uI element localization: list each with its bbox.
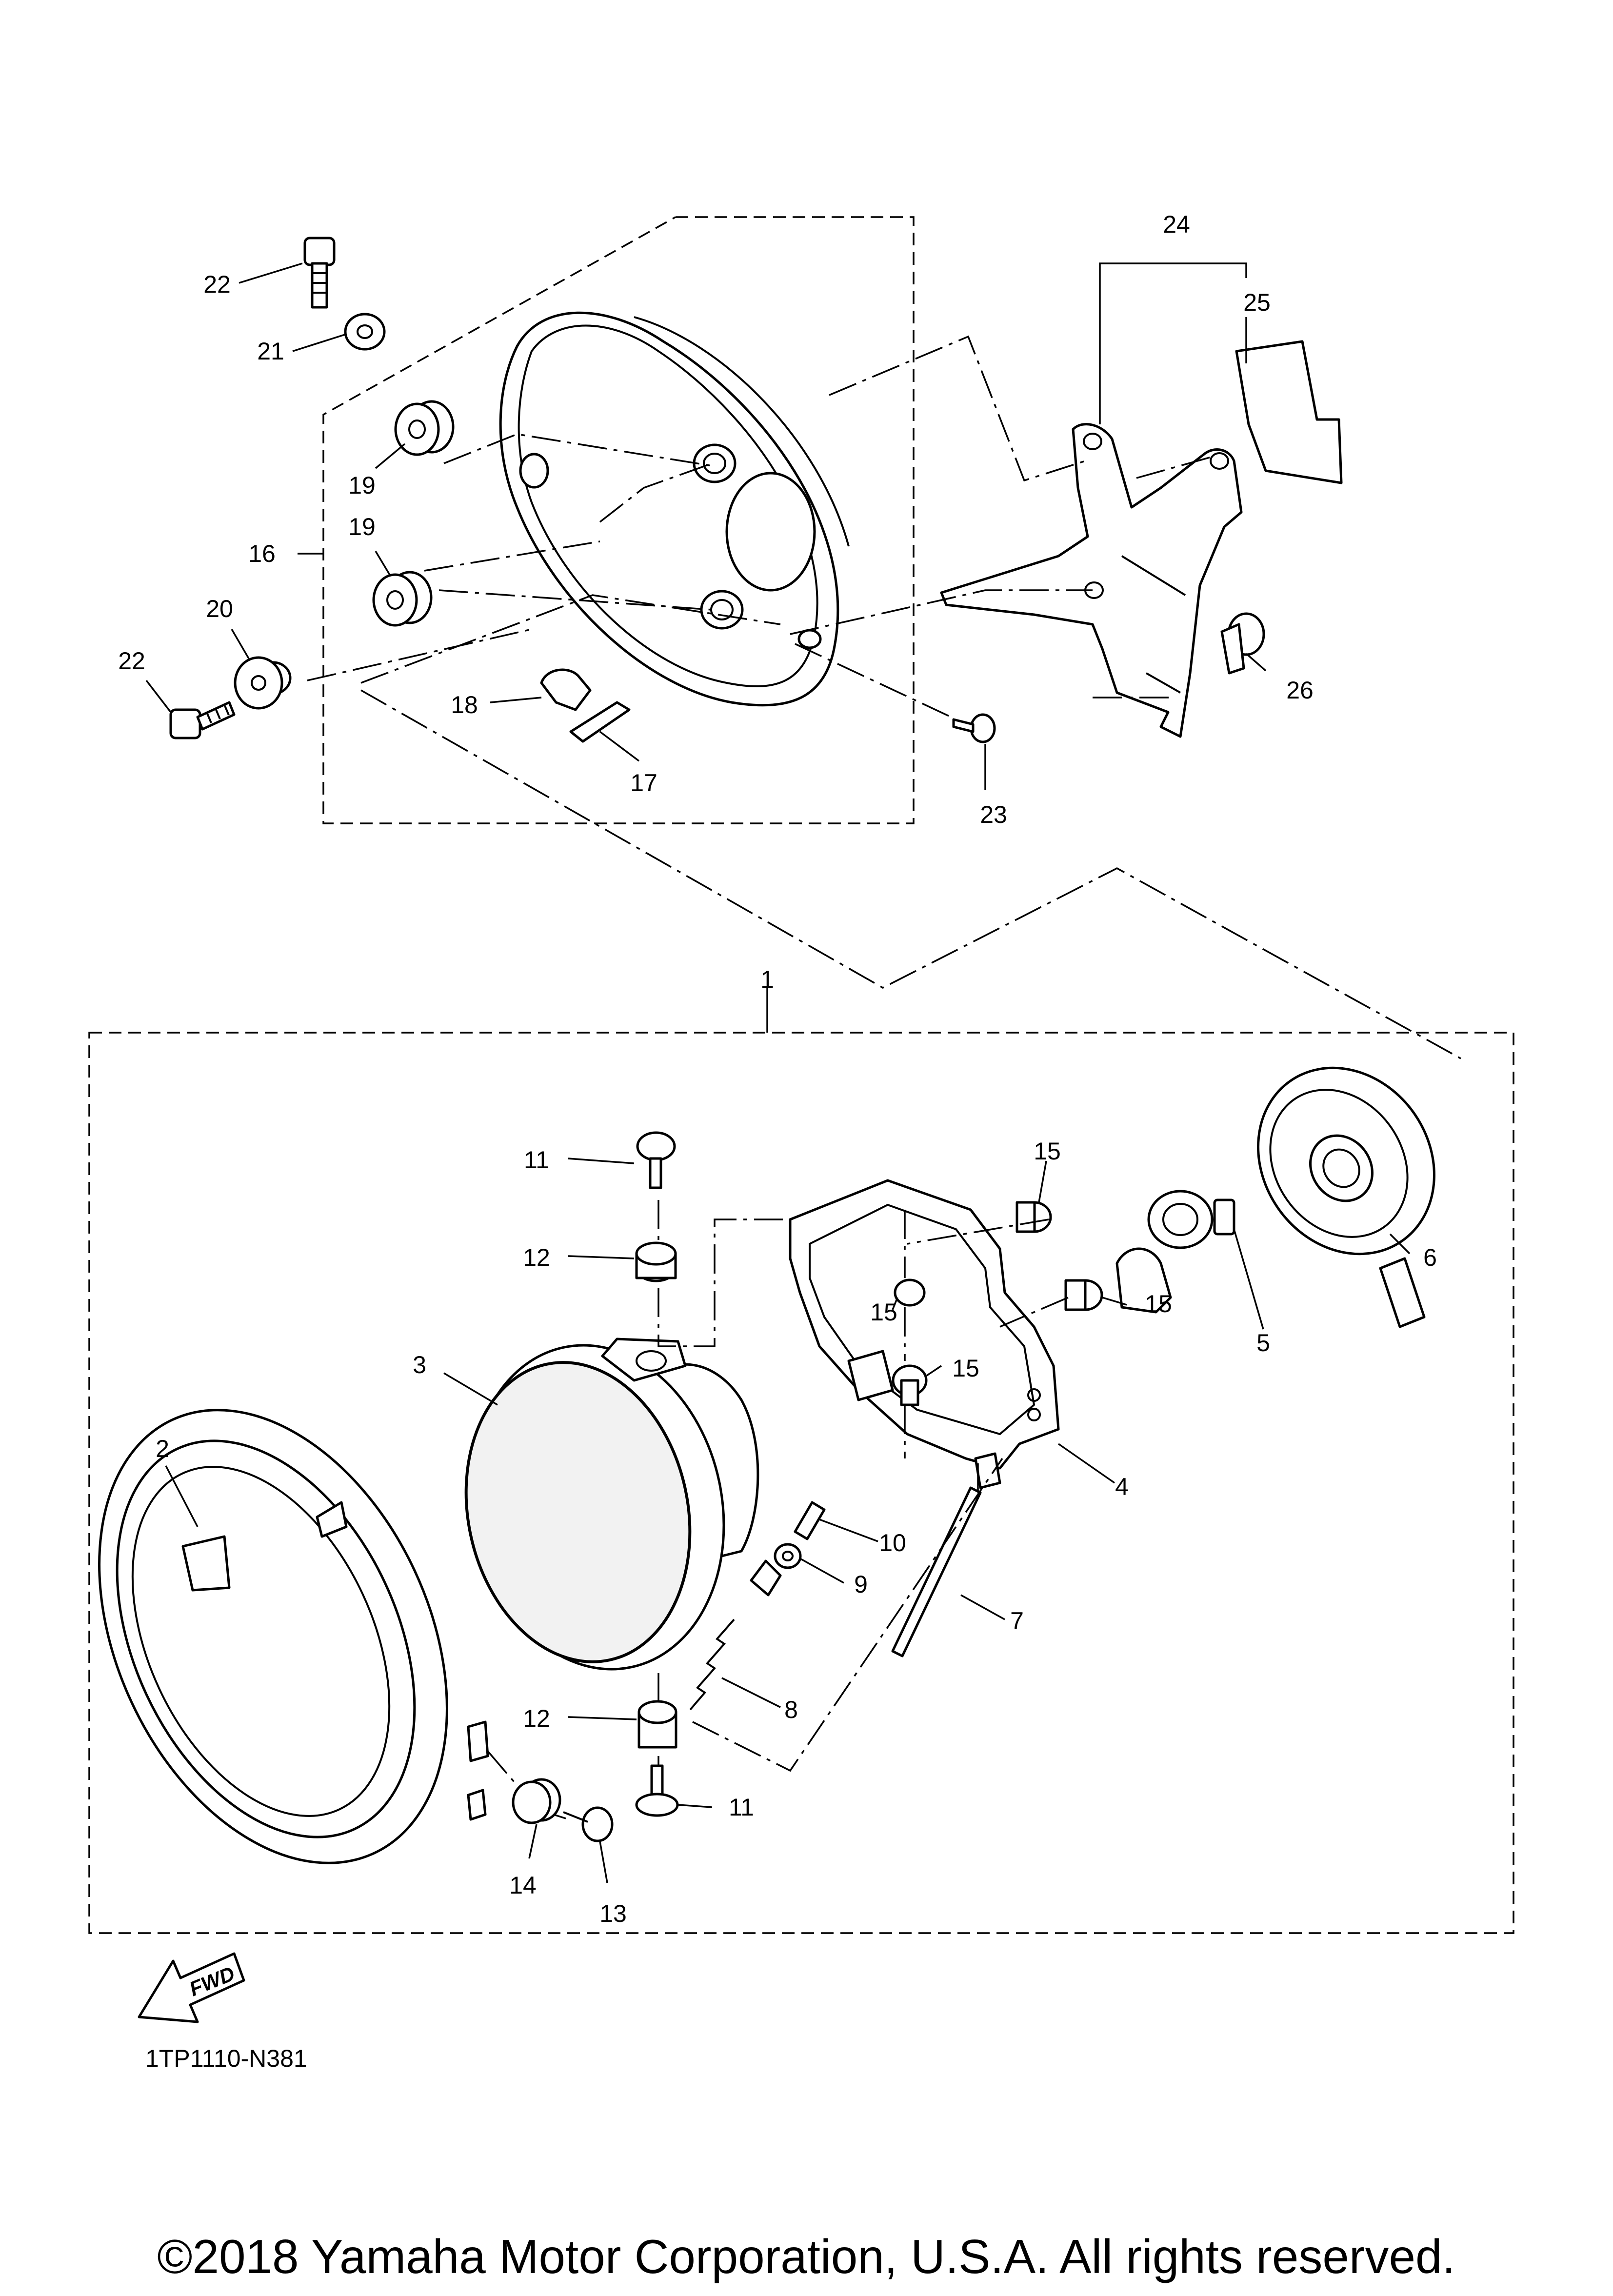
bolt-22-lower bbox=[169, 701, 236, 739]
fwd-arrow-icon: FWD bbox=[138, 1952, 245, 2023]
callout-13: 13 bbox=[599, 1900, 627, 1927]
headlight-rim-2 bbox=[98, 1409, 489, 1864]
lower-assembly-group bbox=[88, 1032, 1514, 1934]
callout-15-a: 15 bbox=[1034, 1138, 1061, 1165]
collar-15-c bbox=[1064, 1279, 1103, 1311]
grommet-19-lower bbox=[372, 571, 433, 627]
screw-11-top bbox=[636, 1131, 676, 1189]
callout-1: 1 bbox=[760, 966, 774, 993]
callout-15-c: 15 bbox=[1145, 1290, 1172, 1318]
spring-8 bbox=[689, 1618, 735, 1711]
callout-8: 8 bbox=[784, 1696, 798, 1723]
callout-5: 5 bbox=[1256, 1329, 1270, 1357]
link-line bbox=[360, 689, 1461, 1059]
callout-6: 6 bbox=[1423, 1244, 1437, 1271]
pin-10 bbox=[794, 1501, 826, 1540]
callout-12-bottom: 12 bbox=[523, 1705, 550, 1732]
callout-21: 21 bbox=[257, 338, 284, 365]
callout-10: 10 bbox=[879, 1529, 906, 1557]
callout-22-top: 22 bbox=[203, 271, 231, 298]
bracket-24 bbox=[940, 423, 1243, 738]
callout-23: 23 bbox=[980, 801, 1007, 828]
adjust-screw-7 bbox=[891, 1486, 982, 1657]
collar-15-a bbox=[1016, 1201, 1052, 1233]
bulb-5 bbox=[1115, 1190, 1235, 1314]
callout-18: 18 bbox=[451, 691, 478, 719]
callout-9: 9 bbox=[854, 1571, 868, 1598]
mount-bracket-4 bbox=[789, 1179, 1060, 1489]
callout-4: 4 bbox=[1115, 1473, 1129, 1500]
bulb-cover-6 bbox=[1257, 1066, 1435, 1328]
headlight-unit-3 bbox=[464, 1338, 782, 1671]
headlight-housing bbox=[499, 311, 850, 707]
leader-lines bbox=[145, 262, 1411, 1883]
grommet-14 bbox=[512, 1778, 561, 1824]
grommet-12-bottom bbox=[637, 1700, 677, 1749]
callout-11-bottom: 11 bbox=[729, 1794, 754, 1821]
callout-26: 26 bbox=[1286, 677, 1314, 704]
callout-22-lower: 22 bbox=[118, 647, 145, 675]
wedge-17 bbox=[569, 701, 631, 743]
collar-20 bbox=[234, 656, 292, 710]
upper-assembly-group bbox=[169, 216, 1343, 824]
callouts: 22 21 19 19 16 20 22 18 17 23 24 25 26 1… bbox=[118, 211, 1437, 1927]
callout-7: 7 bbox=[1010, 1607, 1024, 1635]
clip-18 bbox=[540, 668, 592, 711]
bolt-26 bbox=[1220, 612, 1265, 675]
callout-20: 20 bbox=[206, 595, 233, 622]
figure-code: 1TP1110-N381 bbox=[145, 2045, 307, 2072]
bolt-13 bbox=[563, 1806, 614, 1842]
nut-9 bbox=[774, 1543, 802, 1569]
washer-21 bbox=[344, 313, 386, 351]
callout-19-lower: 19 bbox=[348, 513, 376, 540]
label-25 bbox=[1235, 340, 1343, 484]
callout-12-top: 12 bbox=[523, 1244, 550, 1271]
collar-15-b bbox=[894, 1278, 926, 1307]
callout-11-top: 11 bbox=[524, 1146, 549, 1174]
callout-15-d: 15 bbox=[952, 1355, 979, 1382]
screw-11-bottom bbox=[635, 1764, 679, 1817]
callout-25: 25 bbox=[1243, 289, 1271, 316]
callout-3: 3 bbox=[413, 1351, 426, 1378]
callout-17: 17 bbox=[630, 769, 657, 797]
screw-23 bbox=[952, 713, 996, 743]
callout-19-upper: 19 bbox=[348, 472, 376, 499]
callout-16: 16 bbox=[248, 540, 276, 567]
callout-24: 24 bbox=[1163, 211, 1190, 238]
grommet-12-top bbox=[635, 1241, 677, 1282]
copyright-notice: ©2018 Yamaha Motor Corporation, U.S.A. A… bbox=[157, 2230, 1455, 2283]
collar-15-d bbox=[892, 1364, 928, 1406]
grommet-19-upper bbox=[394, 400, 455, 456]
bolt-22-top bbox=[303, 237, 336, 309]
callout-14: 14 bbox=[509, 1872, 537, 1899]
callout-2: 2 bbox=[156, 1435, 169, 1462]
callout-15-b: 15 bbox=[870, 1298, 897, 1326]
